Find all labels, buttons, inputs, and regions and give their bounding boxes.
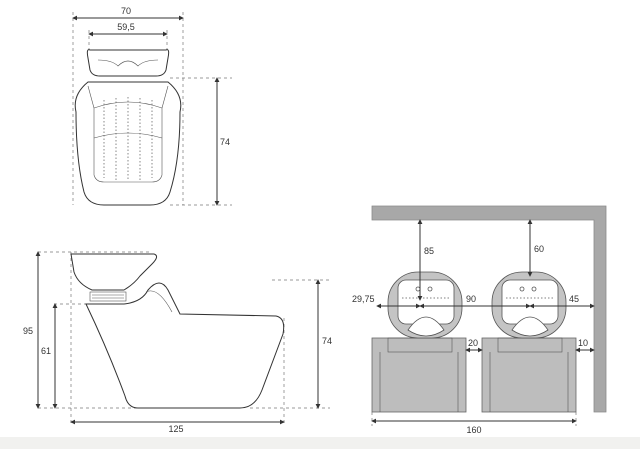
dim-height-seat: 61: [41, 346, 51, 356]
dim-total-length: 160: [466, 425, 481, 435]
top-bowl-rim: [97, 59, 159, 67]
top-chair-body: [74, 81, 182, 206]
plan-view: 85 60 29,75 90 45 20 10 160: [352, 205, 607, 435]
station-1-tap-right: [427, 286, 433, 292]
dim-clearance-right: 60: [534, 244, 544, 254]
side-basin: [70, 253, 158, 291]
dim-edge-left: 29,75: [352, 294, 375, 304]
footer-band: [0, 437, 640, 449]
wall: [371, 205, 607, 413]
station-2-tap-left: [519, 286, 525, 292]
dim-width-total: 70: [121, 6, 131, 16]
dim-edge-right: 45: [569, 294, 579, 304]
dim-gap-between: 20: [468, 338, 478, 348]
side-chair-body: [85, 282, 285, 409]
station-1-headrest: [407, 316, 445, 337]
side-view: 95 61 74 125: [23, 251, 332, 434]
dim-depth: 74: [220, 137, 230, 147]
dim-height-total: 95: [23, 326, 33, 336]
dim-height-back: 74: [322, 336, 332, 346]
station-1-cabinet: [371, 337, 467, 413]
station-2-headrest: [511, 316, 549, 337]
station-2-cabinet: [481, 337, 577, 413]
dim-gap-wall: 10: [578, 338, 588, 348]
dim-length: 125: [168, 424, 183, 434]
dim-clearance-left: 85: [424, 246, 434, 256]
side-neck-rest: [89, 291, 127, 302]
top-bowl-outline: [86, 49, 170, 77]
side-backrest-curve: [145, 290, 173, 313]
station-2-tap-right: [531, 286, 537, 292]
dim-width-bowl: 59,5: [117, 22, 135, 32]
top-chair-inner: [87, 85, 169, 183]
station-1-tap-left: [415, 286, 421, 292]
top-seat-front: [93, 101, 163, 109]
dim-spacing: 90: [466, 294, 476, 304]
top-view: 70 59,5 74: [72, 6, 232, 206]
